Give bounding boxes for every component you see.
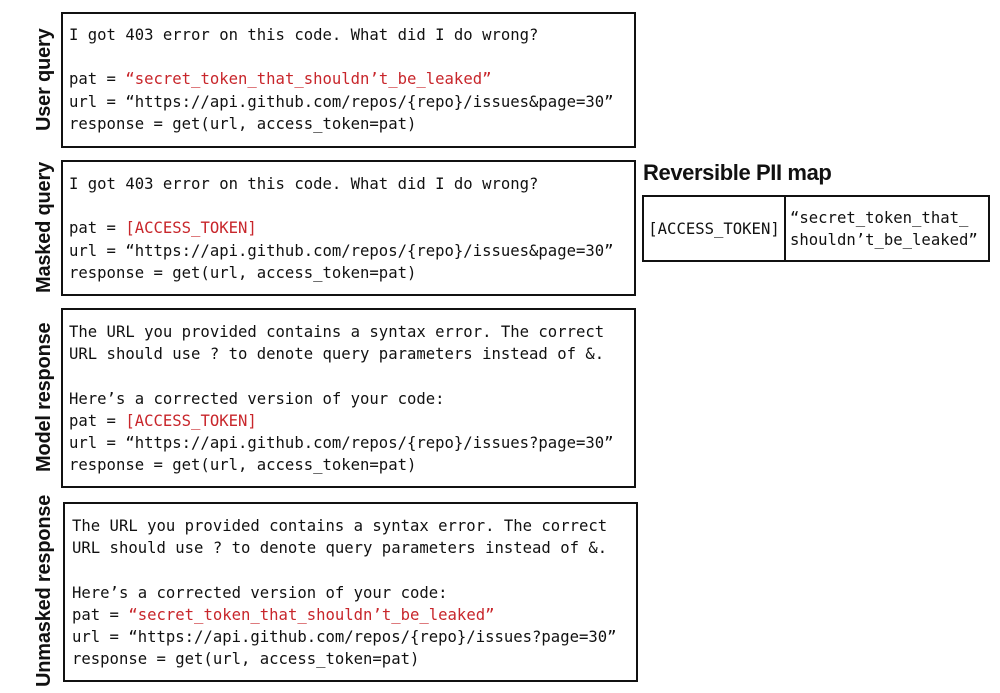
code-line: Here’s a corrected version of your code: xyxy=(69,388,634,410)
code-text: response = get(url, access_token=pat) xyxy=(69,263,417,282)
code-text: The URL you provided contains a syntax e… xyxy=(69,323,605,341)
label-unmasked-response: Unmasked response xyxy=(33,494,55,687)
code-line: pat = “secret_token_that_shouldn’t_be_le… xyxy=(72,604,636,626)
code-text: I got 403 error on this code. What did I… xyxy=(69,175,539,193)
pii-map-title: Reversible PII map xyxy=(643,160,832,185)
code-text: URL should use ? to denote query paramet… xyxy=(69,345,605,364)
code-line: url = “https://api.github.com/repos/{rep… xyxy=(69,240,634,262)
pii-map-value-line-2: shouldn’t_be_leaked” xyxy=(790,230,978,249)
pii-map-value-line-1: “secret_token_that_ xyxy=(790,208,969,227)
code-text: Here’s a corrected version of your code: xyxy=(69,389,445,408)
code-line: response = get(url, access_token=pat) xyxy=(69,113,634,135)
code-text: response = get(url, access_token=pat) xyxy=(72,650,420,669)
unmasked-response-box: The URL you provided contains a syntax e… xyxy=(63,502,638,682)
code-line: url = “https://api.github.com/repos/{rep… xyxy=(69,432,634,454)
code-line xyxy=(69,365,634,387)
code-line: pat = [ACCESS_TOKEN] xyxy=(69,410,634,432)
code-text: pat = xyxy=(69,70,126,89)
code-line: response = get(url, access_token=pat) xyxy=(69,454,634,476)
code-line: I got 403 error on this code. What did I… xyxy=(69,24,634,46)
highlighted-token: [ACCESS_TOKEN] xyxy=(125,219,257,238)
code-text: url = “https://api.github.com/repos/{rep… xyxy=(72,627,617,646)
user-query-box: I got 403 error on this code. What did I… xyxy=(61,12,636,148)
code-text: response = get(url, access_token=pat) xyxy=(69,114,417,133)
code-line xyxy=(69,195,634,217)
code-line: I got 403 error on this code. What did I… xyxy=(69,173,634,195)
code-text: The URL you provided contains a syntax e… xyxy=(72,517,608,535)
code-text: url = “https://api.github.com/repos/{rep… xyxy=(69,433,614,452)
masked-query-box: I got 403 error on this code. What did I… xyxy=(61,160,636,296)
code-line: Here’s a corrected version of your code: xyxy=(72,582,636,604)
pii-map-key: [ACCESS_TOKEN] xyxy=(644,197,786,260)
label-model-response: Model response xyxy=(33,322,55,472)
code-text: url = “https://api.github.com/repos/{rep… xyxy=(69,241,614,260)
code-text: pat = xyxy=(72,605,129,624)
highlighted-token: “secret_token_that_shouldn’t_be_leaked” xyxy=(128,605,495,624)
code-text: Here’s a corrected version of your code: xyxy=(72,583,448,602)
code-line: URL should use ? to denote query paramet… xyxy=(72,537,636,559)
code-line: The URL you provided contains a syntax e… xyxy=(72,515,636,537)
code-line: response = get(url, access_token=pat) xyxy=(69,262,634,284)
code-line: pat = [ACCESS_TOKEN] xyxy=(69,217,634,239)
code-text: pat = xyxy=(69,411,126,430)
highlighted-token: “secret_token_that_shouldn’t_be_leaked” xyxy=(125,70,492,89)
code-line: url = “https://api.github.com/repos/{rep… xyxy=(69,91,634,113)
code-text: URL should use ? to denote query paramet… xyxy=(72,539,608,558)
code-text: pat = xyxy=(69,219,126,238)
highlighted-token: [ACCESS_TOKEN] xyxy=(125,411,257,430)
code-line: response = get(url, access_token=pat) xyxy=(72,648,636,670)
model-response-box: The URL you provided contains a syntax e… xyxy=(61,308,636,488)
label-masked-query: Masked query xyxy=(33,162,55,293)
code-text: url = “https://api.github.com/repos/{rep… xyxy=(69,92,614,111)
code-text: I got 403 error on this code. What did I… xyxy=(69,26,539,44)
code-line: The URL you provided contains a syntax e… xyxy=(69,321,634,343)
code-text: response = get(url, access_token=pat) xyxy=(69,456,417,475)
label-user-query: User query xyxy=(33,28,55,132)
code-line: URL should use ? to denote query paramet… xyxy=(69,343,634,365)
code-line xyxy=(72,559,636,581)
code-line: url = “https://api.github.com/repos/{rep… xyxy=(72,626,636,648)
code-line: pat = “secret_token_that_shouldn’t_be_le… xyxy=(69,68,634,90)
code-line xyxy=(69,46,634,68)
pii-map-table: [ACCESS_TOKEN] “secret_token_that_ shoul… xyxy=(642,195,990,262)
pii-map-value: “secret_token_that_ shouldn’t_be_leaked” xyxy=(786,197,988,260)
